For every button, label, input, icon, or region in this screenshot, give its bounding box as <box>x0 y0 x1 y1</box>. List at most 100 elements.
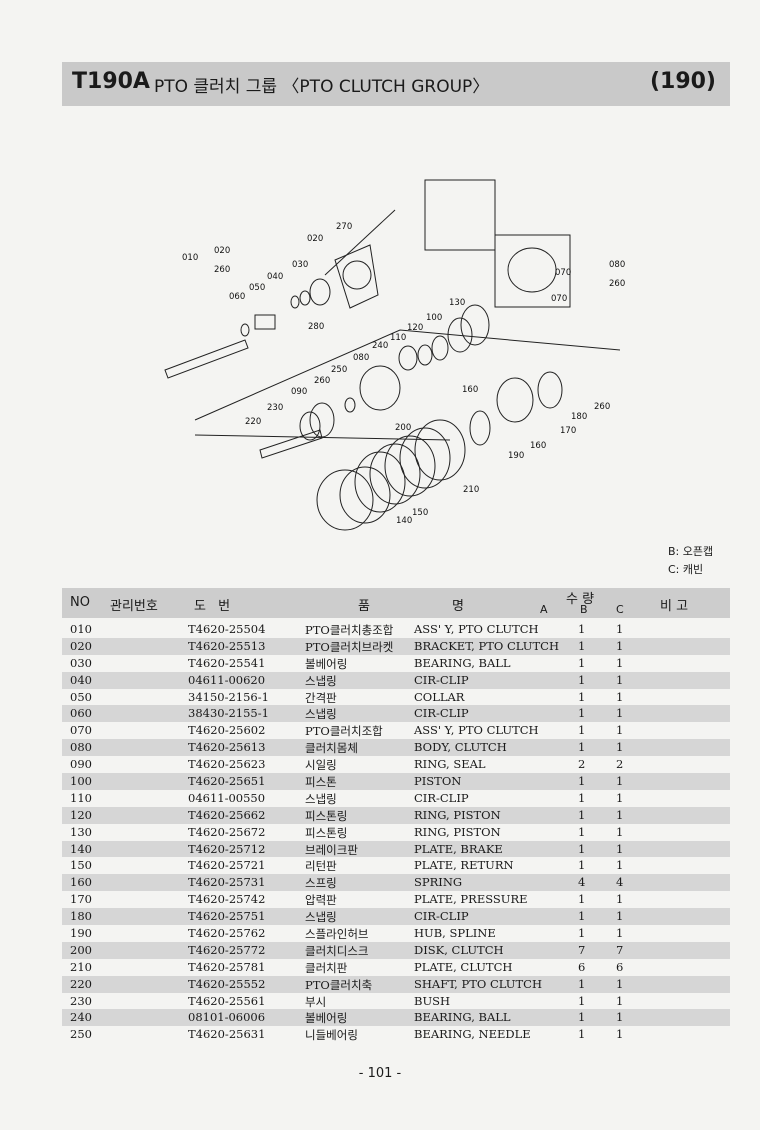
svg-text:070: 070 <box>555 268 571 278</box>
cell-no: 130 <box>70 824 92 839</box>
cell-en: CIR-CLIP <box>414 909 469 924</box>
svg-text:090: 090 <box>291 387 307 397</box>
cell-a: 1 <box>578 790 586 805</box>
cell-b: 1 <box>616 723 624 738</box>
svg-text:280: 280 <box>308 322 324 332</box>
cell-a: 1 <box>578 824 586 839</box>
cell-kr: 스냅링 <box>305 707 337 722</box>
cell-kr: 브레이크판 <box>305 842 358 857</box>
cell-a: 1 <box>578 689 586 704</box>
page-header: T190A PTO 클러치 그룹 〈PTO CLUTCH GROUP〉 (190… <box>62 62 730 106</box>
cell-dwg: T4620-25751 <box>188 909 266 924</box>
svg-text:210: 210 <box>463 485 479 495</box>
cell-b: 1 <box>616 841 624 856</box>
svg-text:220: 220 <box>245 417 261 427</box>
cell-b: 1 <box>616 774 624 789</box>
col-mgmt: 관리번호 <box>110 599 158 614</box>
col-name-a: 품 <box>358 599 370 614</box>
svg-text:020: 020 <box>307 234 323 244</box>
svg-text:100: 100 <box>426 313 442 323</box>
cell-no: 220 <box>70 976 92 991</box>
svg-text:190: 190 <box>508 451 524 461</box>
cell-en: CIR-CLIP <box>414 672 469 687</box>
cell-no: 150 <box>70 858 92 873</box>
cell-a: 1 <box>578 740 586 755</box>
cell-en: CIR-CLIP <box>414 706 469 721</box>
page-number: - 101 - <box>358 1066 402 1081</box>
svg-text:110: 110 <box>390 333 406 343</box>
svg-text:160: 160 <box>462 385 478 395</box>
parts-table-header: NO 관리번호 도 번 품 명 수 량 A B C 비 고 <box>62 588 730 618</box>
cell-a: 1 <box>578 1010 586 1025</box>
cell-no: 020 <box>70 638 92 653</box>
svg-text:050: 050 <box>249 283 265 293</box>
cell-en: PISTON <box>414 774 462 789</box>
cell-kr: PTO클러치축 <box>305 977 373 992</box>
cell-en: ASS' Y, PTO CLUTCH <box>414 723 539 738</box>
cell-no: 120 <box>70 807 92 822</box>
cell-no: 060 <box>70 706 92 721</box>
cell-en: PLATE, PRESSURE <box>414 892 528 907</box>
cell-dwg: T4620-25712 <box>188 841 266 856</box>
cell-a: 1 <box>578 807 586 822</box>
cell-dwg: T4620-25513 <box>188 638 266 653</box>
col-remark: 비 고 <box>660 599 689 614</box>
col-name-b: 명 <box>452 599 464 614</box>
cell-no: 050 <box>70 689 92 704</box>
svg-text:170: 170 <box>560 426 576 436</box>
cell-a: 1 <box>578 892 586 907</box>
cell-kr: 리턴판 <box>305 859 337 874</box>
cell-kr: 스냅링 <box>305 910 337 925</box>
cell-b: 1 <box>616 909 624 924</box>
cell-kr: 스냅링 <box>305 791 337 806</box>
table-row: 180 T4620-25751 스냅링 CIR-CLIP 1 1 <box>62 908 730 926</box>
cell-a: 2 <box>578 757 586 772</box>
cell-b: 1 <box>616 807 624 822</box>
col-b: B <box>580 603 588 616</box>
cell-dwg: T4620-25561 <box>188 993 266 1008</box>
cell-dwg: 34150-2156-1 <box>188 689 269 704</box>
cell-b: 1 <box>616 858 624 873</box>
qty-legend: B: 오픈캡 C: 캐빈 <box>668 543 713 579</box>
cell-kr: 피스톤링 <box>305 825 348 840</box>
cell-en: RING, PISTON <box>414 807 501 822</box>
cell-a: 1 <box>578 909 586 924</box>
cell-kr: 클러치몸체 <box>305 741 358 756</box>
cell-no: 190 <box>70 926 92 941</box>
cell-dwg: T4620-25552 <box>188 976 266 991</box>
svg-text:160: 160 <box>530 441 546 451</box>
cell-dwg: T4620-25721 <box>188 858 266 873</box>
cell-no: 180 <box>70 909 92 924</box>
cell-dwg: 04611-00550 <box>188 790 266 805</box>
cell-en: PLATE, RETURN <box>414 858 514 873</box>
cell-kr: 클러치판 <box>305 960 348 975</box>
col-a: A <box>540 603 548 616</box>
svg-text:080: 080 <box>609 260 625 270</box>
cell-b: 1 <box>616 790 624 805</box>
cell-en: DISK, CLUTCH <box>414 942 504 957</box>
cell-en: SPRING <box>414 875 463 890</box>
cell-a: 1 <box>578 926 586 941</box>
cell-en: RING, SEAL <box>414 757 486 772</box>
cell-b: 1 <box>616 993 624 1008</box>
cell-b: 1 <box>616 706 624 721</box>
cell-dwg: T4620-25742 <box>188 892 266 907</box>
cell-dwg: T4620-25672 <box>188 824 266 839</box>
cell-kr: PTO클러치총조합 <box>305 623 394 637</box>
cell-no: 030 <box>70 655 92 670</box>
cell-en: HUB, SPLINE <box>414 926 496 941</box>
cell-dwg: T4620-25781 <box>188 959 266 974</box>
cell-no: 090 <box>70 757 92 772</box>
legend-b: B: 오픈캡 <box>668 545 714 558</box>
cell-no: 100 <box>70 774 92 789</box>
cell-en: BEARING, NEEDLE <box>414 1027 531 1042</box>
